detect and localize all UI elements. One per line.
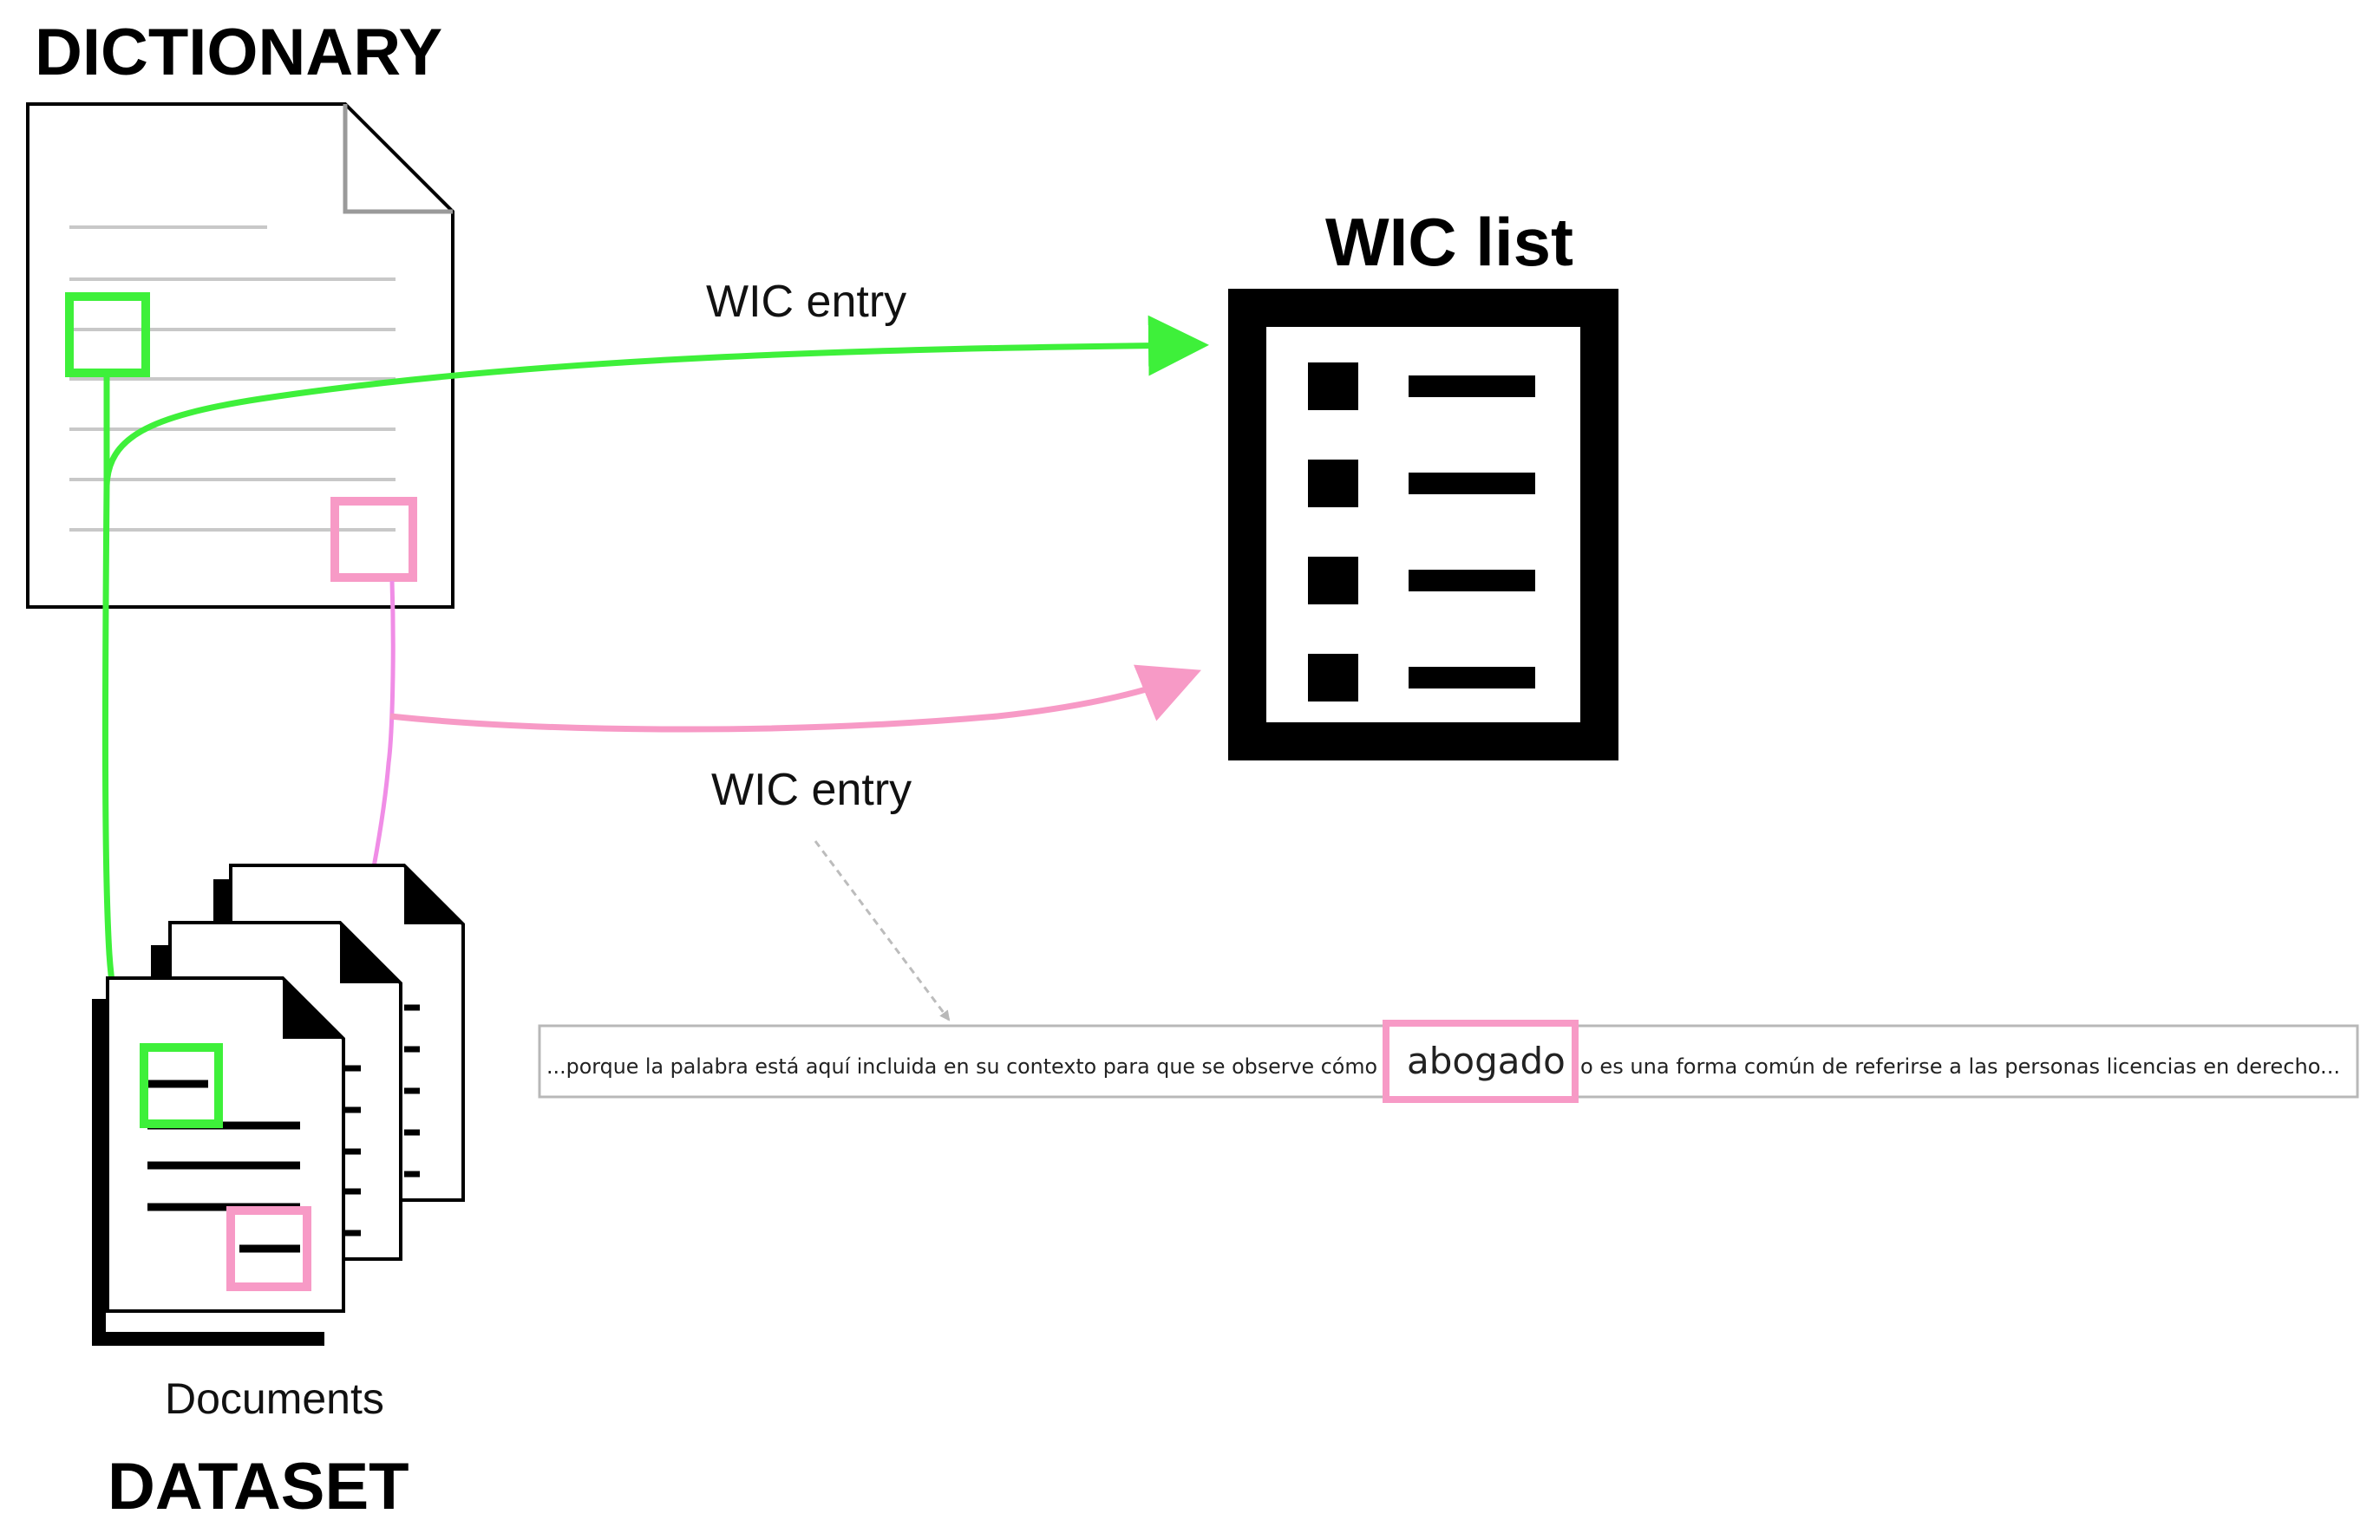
wic-list-title: WIC list <box>1325 204 1573 280</box>
document-pink-highlight <box>226 1206 311 1291</box>
context-strip: ...porque la palabra está aquí incluida … <box>538 1020 2359 1103</box>
context-left-text: ...porque la palabra está aquí incluida … <box>546 1054 1377 1079</box>
pink-wic-entry-arrow <box>389 664 1201 733</box>
wic-entry-label-1: WIC entry <box>706 277 906 327</box>
dictionary-pink-highlight <box>330 497 417 582</box>
wic-list-bullets <box>1308 362 1358 701</box>
wic-list-lines <box>1409 375 1535 688</box>
document-green-highlight <box>140 1043 223 1128</box>
target-word-highlight <box>1383 1020 1579 1103</box>
dictionary-text-lines <box>69 225 396 532</box>
wic-list-icon <box>1228 289 1618 760</box>
documents-label: Documents <box>165 1374 384 1423</box>
dictionary-green-highlight <box>65 292 150 377</box>
target-word: abogado <box>1407 1040 1566 1082</box>
green-wic-entry-arrow <box>103 315 1209 486</box>
dataset-title: DATASET <box>108 1450 409 1524</box>
wic-entry-label-2: WIC entry <box>711 765 912 815</box>
documents-stack-icon <box>92 864 465 1346</box>
context-right-text: o es una forma común de referirse a las … <box>1580 1054 2340 1079</box>
document-front <box>92 976 345 1346</box>
dictionary-title: DICTIONARY <box>35 16 442 89</box>
context-pointer-arrow <box>814 840 951 1021</box>
dictionary-document-icon <box>26 102 454 609</box>
